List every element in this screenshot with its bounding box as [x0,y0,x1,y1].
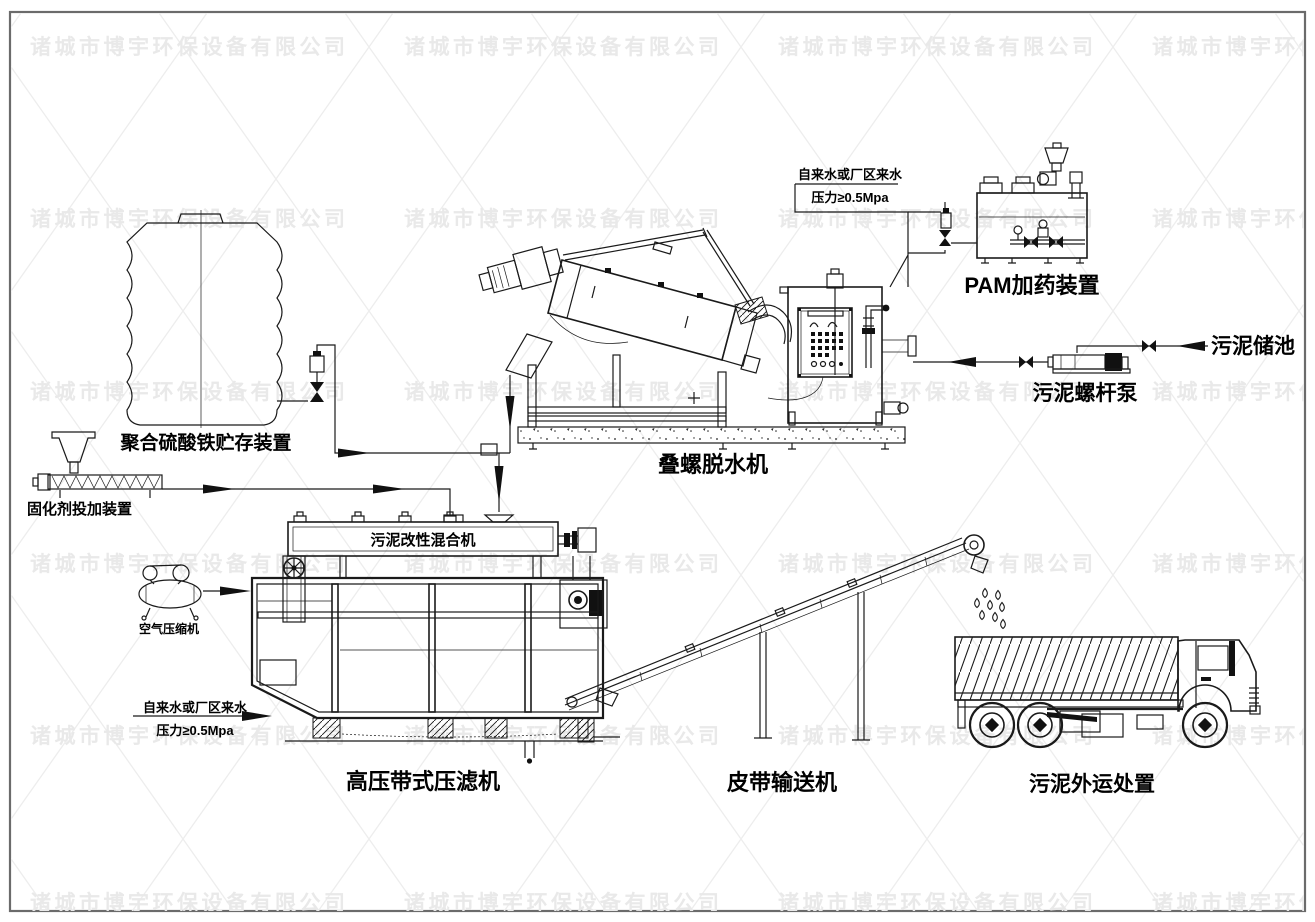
water-supply-line1: 自来水或厂区来水 [143,700,248,715]
flow-arrow-down [494,466,504,503]
dewaterer-drive-motor [478,246,564,294]
watermark: 诸城市博宇环保设备有限公司 [1152,552,1315,576]
pam-hopper-feeder [1036,142,1084,199]
watermark: 诸城市博宇环保设备有限公司 [30,207,349,231]
air-compressor-label: 空气压缩机 [139,621,199,636]
water-supply-line1: 自来水或厂区来水 [798,167,903,182]
pam-dosing-unit: PAM加药装置 [908,142,1100,298]
watermark: 诸城市博宇环保设备有限公司 [1152,891,1315,915]
truck-wheels [968,701,1229,749]
dump-truck: 污泥外运处置 [954,636,1261,796]
watermark: 诸城市博宇环保设备有限公司 [404,380,723,404]
ferric-sulfate-tank-label: 聚合硫酸铁贮存装置 [119,431,291,454]
water-supply-note-bottom: 自来水或厂区来水 压力≥0.5Mpa [133,700,272,738]
panel-button-grid [811,332,843,357]
water-supply-note-top: 自来水或厂区来水 压力≥0.5Mpa [794,167,909,288]
watermark: 诸城市博宇环保设备有限公司 [404,35,723,59]
belt-conveyor: 皮带输送机 [564,534,989,795]
screw-dewaterer: 叠螺脱水机 [478,227,917,477]
control-panel [797,307,853,378]
sludge-disposal-label: 污泥外运处置 [1029,772,1155,796]
solidifier-doser-label: 固化剂投加装置 [27,500,132,518]
screw-dewaterer-label: 叠螺脱水机 [658,452,768,477]
belt-filter-press-label: 高压带式压滤机 [346,769,500,794]
watermark: 诸城市博宇环保设备有限公司 [778,552,1097,576]
cake-discharge-chute [505,333,553,379]
watermark: 诸城市博宇环保设备有限公司 [30,724,349,748]
watermark-text-grid: 诸城市博宇环保设备有限公司 诸城市博宇环保设备有限公司 诸城市博宇环保设备有限公… [30,35,1315,915]
truck-cab [1177,639,1261,715]
ferric-sulfate-tank: 聚合硫酸铁贮存装置 [119,210,292,454]
flow-arrow-right [203,484,235,494]
air-compressor: 空气压缩机 [138,564,251,636]
tank-dosing-pump-line [277,344,515,512]
sludge-pool-label: 污泥储池 [1211,334,1295,358]
sludge-screw-pump-line: 污泥螺杆泵 污泥储池 [913,334,1295,405]
watermark: 诸城市博宇环保设备有限公司 [1152,35,1315,59]
sludge-mixer-label: 污泥改性混合机 [370,531,475,549]
watermark: 诸城市博宇环保设备有限公司 [778,380,1097,404]
watermark: 诸城市博宇环保设备有限公司 [778,891,1097,915]
pam-bottom-manifold [1010,219,1085,248]
tail-pulley [566,696,578,708]
watermark: 诸城市博宇环保设备有限公司 [778,35,1097,59]
watermark-lattice [11,13,1304,911]
pam-mixer-motors [979,176,1035,194]
watermark: 诸城市博宇环保设备有限公司 [30,380,349,404]
sludge-mixer: 污泥改性混合机 [282,511,608,629]
flow-arrow-right [242,711,272,721]
screw-pump [1047,353,1131,374]
mixer-inlet-funnel [483,514,515,523]
mixer-top-bolts [293,511,457,522]
head-pulley [963,534,985,556]
flow-arrow-left [1177,341,1205,351]
watermark: 诸城市博宇环保设备有限公司 [404,207,723,231]
watermark: 诸城市博宇环保设备有限公司 [778,207,1097,231]
dewaterer-flocculation-tank [779,268,917,426]
mixer-blower-duct [282,555,306,623]
watermark: 诸城市博宇环保设备有限公司 [404,891,723,915]
watermark: 诸城市博宇环保设备有限公司 [1152,380,1315,404]
watermark: 诸城市博宇环保设备有限公司 [30,35,349,59]
flow-arrow-right [338,448,370,458]
watermark-layer: 诸城市博宇环保设备有限公司 诸城市博宇环保设备有限公司 诸城市博宇环保设备有限公… [11,13,1315,915]
truck-cargo-bed [954,636,1179,701]
flow-arrow-right [220,586,251,596]
solidifier-doser: 固化剂投加装置 [27,431,464,523]
water-supply-line2: 压力≥0.5Mpa [156,723,234,738]
flow-arrow-left [948,357,976,367]
pam-dosing-pump [908,202,977,254]
flow-arrow-right [373,484,405,494]
water-supply-line2: 压力≥0.5Mpa [811,190,889,205]
flow-arrow-down [505,396,515,430]
sludge-screw-pump-label: 污泥螺杆泵 [1033,382,1138,405]
mixer-discharge-pump [559,556,608,629]
belt-conveyor-label: 皮带输送机 [727,770,837,795]
pam-dosing-label: PAM加药装置 [964,273,1099,298]
watermark: 诸城市博宇环保设备有限公司 [30,891,349,915]
watermark: 诸城市博宇环保设备有限公司 [1152,724,1315,748]
watermark: 诸城市博宇环保设备有限公司 [1152,207,1315,231]
